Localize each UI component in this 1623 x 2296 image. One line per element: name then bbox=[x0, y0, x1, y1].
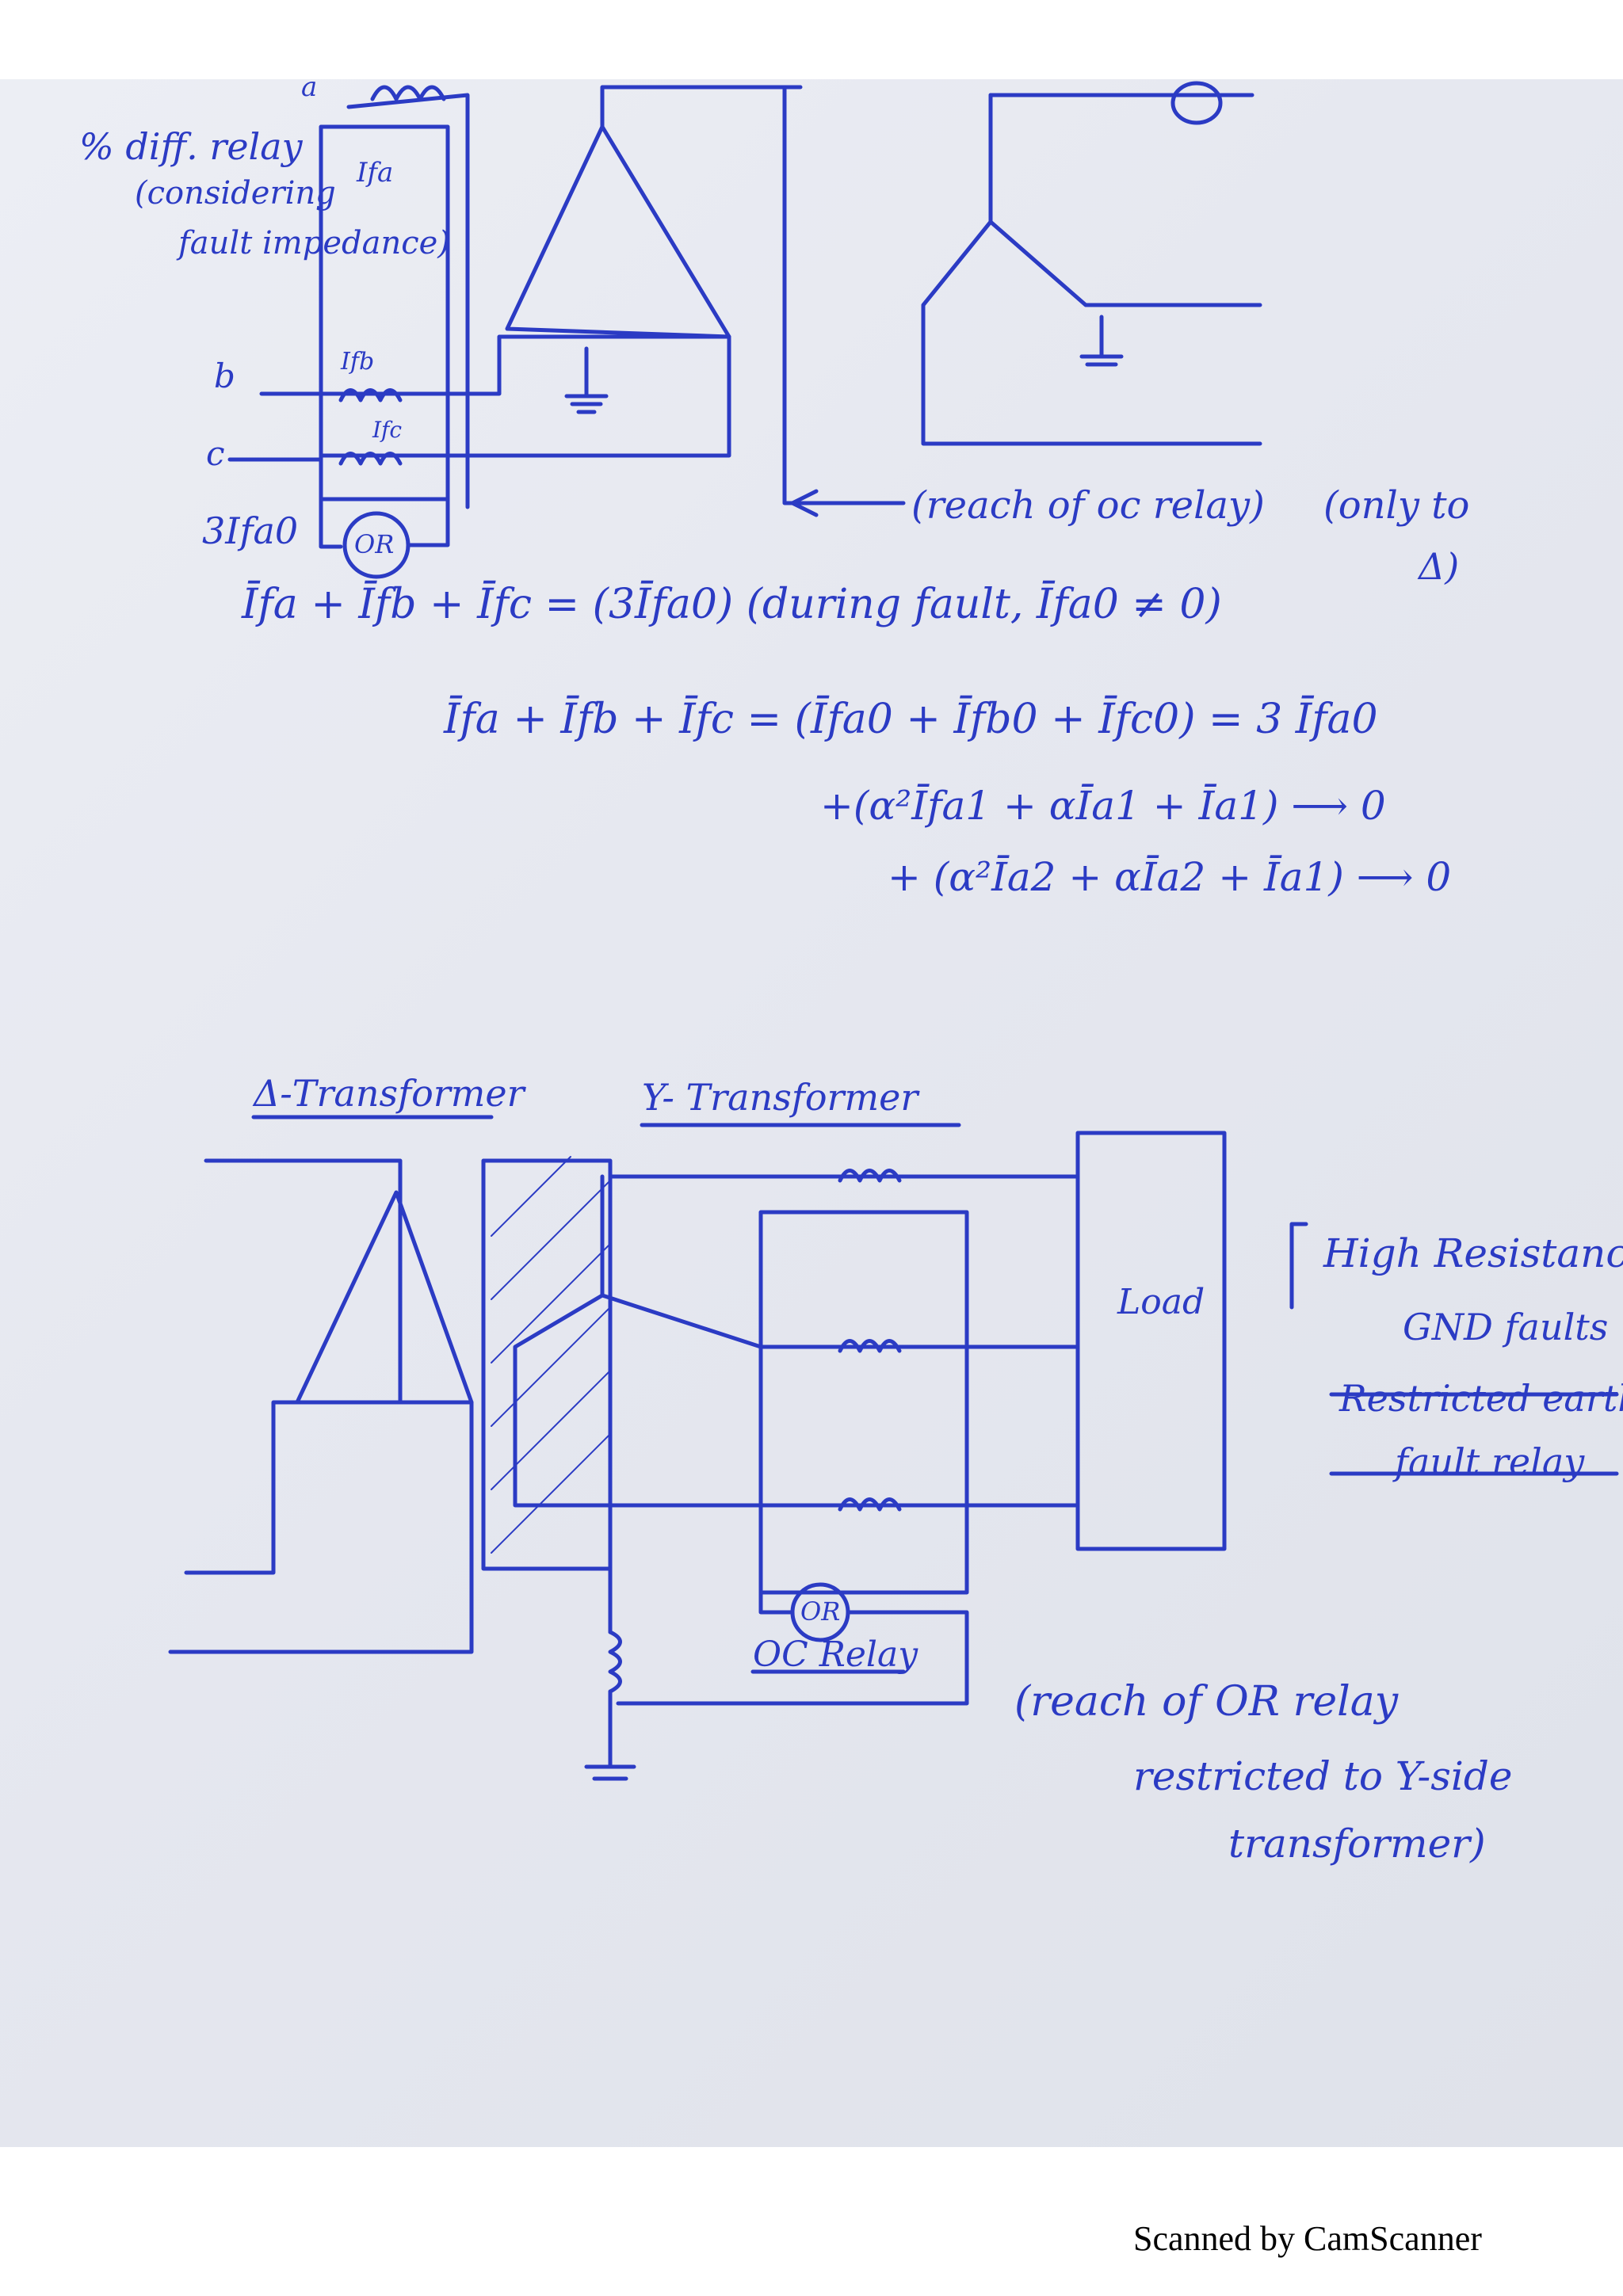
side-bracket bbox=[1289, 1222, 1308, 1310]
reach-note-top-2: (only to bbox=[1323, 483, 1470, 528]
coil-a bbox=[370, 85, 446, 101]
delta-transformer-label: Δ-Transformer bbox=[254, 1072, 525, 1115]
wye-transformer-label: Y- Transformer bbox=[642, 1076, 918, 1119]
ground-top bbox=[564, 346, 609, 414]
notebook-page bbox=[0, 79, 1623, 2147]
relay-or-top-label: OR bbox=[354, 529, 395, 559]
relay-return bbox=[406, 497, 450, 547]
delta-bottom-left bbox=[184, 1400, 300, 1575]
ct-current-c: Ifc bbox=[372, 417, 403, 443]
phase-b-label: b bbox=[214, 357, 235, 395]
load-label: Load bbox=[1117, 1282, 1205, 1322]
phase-lines-bottom bbox=[608, 1174, 1080, 1508]
delta-feed bbox=[600, 85, 803, 129]
bus-a bbox=[346, 93, 470, 509]
reach-note-top-3: Δ) bbox=[1419, 545, 1460, 588]
ground-top-right bbox=[1079, 315, 1124, 367]
hatch bbox=[491, 1156, 611, 1554]
side-note-1: High Resistance bbox=[1323, 1230, 1623, 1276]
delta-bottom-outline bbox=[168, 1158, 474, 1654]
label-underlines bbox=[251, 1115, 1619, 1674]
coil-bottom-2 bbox=[838, 1339, 902, 1353]
coil-bottom-3 bbox=[838, 1497, 902, 1512]
oc-relay-label: OC Relay bbox=[753, 1634, 918, 1675]
residual-lead bbox=[319, 497, 343, 549]
wye-bottom-box bbox=[481, 1158, 613, 1571]
equation-2: Īfa + Īfb + Īfc = (Īfa0 + Īfb0 + Īfc0) =… bbox=[444, 696, 1378, 743]
relay-top-right bbox=[1170, 81, 1223, 125]
wye-bottom-inner bbox=[513, 1174, 763, 1508]
delta-bottom-inner bbox=[295, 1190, 474, 1405]
residual-current-label: 3Ifa0 bbox=[202, 509, 299, 552]
coil-bottom-1 bbox=[838, 1169, 902, 1183]
wye-top bbox=[921, 93, 1262, 446]
ct-bus-bottom bbox=[758, 1210, 969, 1595]
neutral-coil bbox=[608, 1630, 622, 1694]
relay-or-bottom-label: OR bbox=[800, 1596, 841, 1627]
side-note-2: GND faults bbox=[1403, 1306, 1609, 1348]
boundary-line bbox=[782, 85, 898, 505]
reach-note-bottom-2: restricted to Y-side bbox=[1133, 1753, 1513, 1799]
ground-bottom bbox=[584, 1689, 636, 1781]
side-note-3: Restricted earth bbox=[1339, 1377, 1623, 1420]
relay-bottom-leads bbox=[616, 1590, 969, 1706]
reach-arrow bbox=[790, 489, 906, 517]
load-box bbox=[1075, 1131, 1227, 1551]
ct-panel-top bbox=[319, 124, 450, 502]
bus-b bbox=[259, 334, 731, 458]
reach-note-bottom-1: (reach of OR relay bbox=[1014, 1678, 1399, 1726]
equation-4: + (α²Īa2 + αĪa2 + Īa1) ⟶ 0 bbox=[888, 854, 1452, 900]
equation-3: +(α²Īfa1 + αĪa1 + Īa1) ⟶ 0 bbox=[820, 783, 1386, 829]
relay-title-line-1: % diff. relay bbox=[79, 125, 303, 168]
reach-note-top: (reach of oc relay) bbox=[911, 483, 1265, 528]
coil-c bbox=[338, 452, 403, 466]
phase-c-label: c bbox=[206, 434, 225, 473]
phase-a-label: a bbox=[301, 71, 318, 103]
ct-current-a: Ifa bbox=[357, 157, 394, 189]
reach-note-bottom-3: transformer) bbox=[1228, 1821, 1486, 1867]
scanner-watermark: Scanned by CamScanner bbox=[1133, 2219, 1482, 2258]
equation-1: Īfa + Īfb + Īfc = (3Īfa0) (during fault,… bbox=[242, 581, 1222, 628]
side-note-4: fault relay bbox=[1395, 1440, 1585, 1483]
ct-current-b: Ifb bbox=[341, 348, 375, 376]
coil-b bbox=[338, 388, 403, 402]
delta-top bbox=[505, 124, 731, 339]
relay-title-line-3: fault impedance) bbox=[178, 225, 450, 261]
relay-title-line-2: (considering bbox=[135, 175, 336, 212]
